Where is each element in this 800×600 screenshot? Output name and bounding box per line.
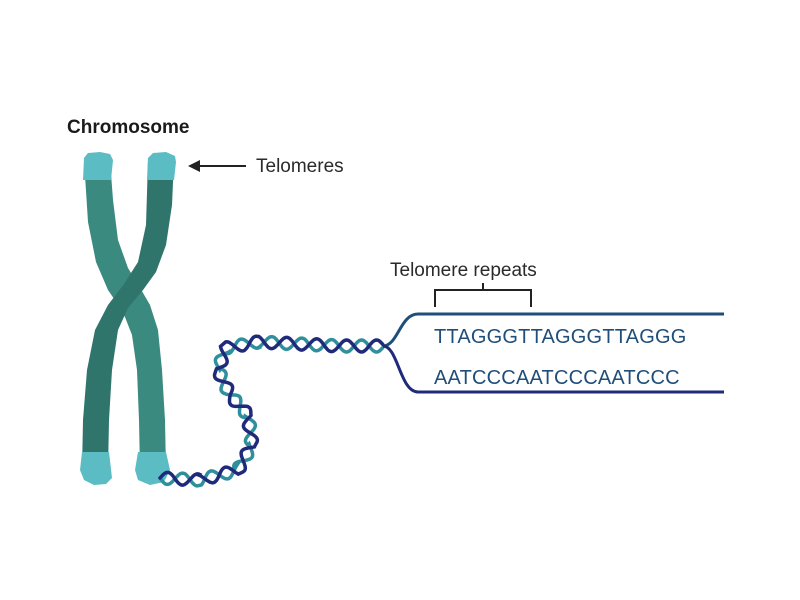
dna-strand-teal [158, 334, 385, 488]
top-strand-line [382, 312, 724, 348]
telomere-cap-top-right [147, 152, 176, 180]
telomere-repeats-label: Telomere repeats [390, 260, 537, 281]
telomeres-callout: Telomeres [188, 156, 344, 177]
chromatid-right [82, 160, 174, 470]
chromatid-left [84, 160, 166, 470]
bottom-strand-sequence: AATCCCAATCCCAATCCC [434, 367, 680, 389]
strand-fork [382, 312, 724, 394]
telomeres-label: Telomeres [256, 156, 344, 177]
arrow-head-icon [188, 160, 200, 172]
repeats-bracket [434, 283, 532, 307]
telomere-cap-bottom-left [80, 452, 112, 485]
telomere-repeats-callout: Telomere repeats [390, 260, 537, 307]
top-strand-sequence: TTAGGGTTAGGGTTAGGG [434, 326, 686, 348]
dna-strand-navy [158, 334, 385, 487]
telomere-cap-bottom-right [135, 452, 170, 485]
chromosome-title: Chromosome [67, 117, 189, 138]
dna-helix [158, 334, 385, 488]
bottom-strand-line [382, 344, 724, 394]
chromosome [80, 152, 176, 485]
telomere-cap-top-left [83, 152, 113, 180]
